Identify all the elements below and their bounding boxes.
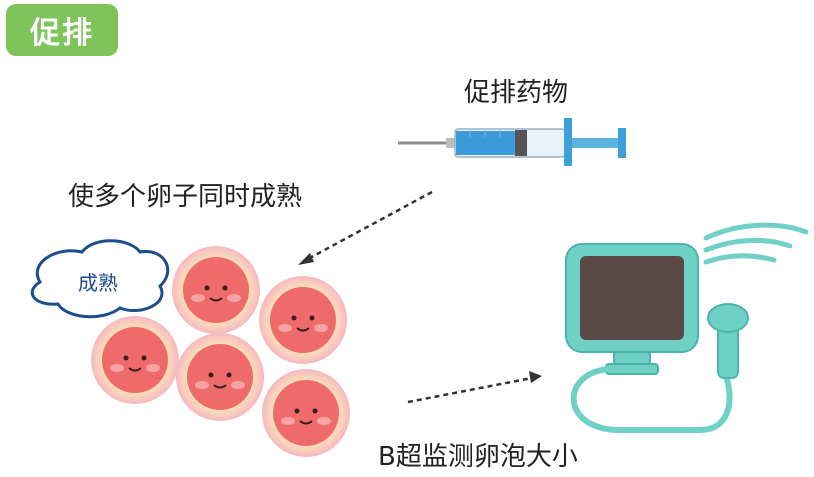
egg-cell-icon <box>176 333 264 421</box>
drug-label: 促排药物 <box>464 78 569 108</box>
ultrasound-label: B超监测卵泡大小 <box>378 442 578 472</box>
ultrasound-probe-icon <box>707 303 749 379</box>
arrow-eggs-to-ultrasound <box>407 371 542 404</box>
egg-cell-icon <box>262 369 350 457</box>
cloud-icon: 成熟 <box>30 239 170 319</box>
egg-cell-icon <box>172 246 260 334</box>
signal-waves-icon <box>703 222 809 265</box>
egg-cell-icon <box>259 276 347 364</box>
syringe-icon <box>398 118 626 166</box>
ultrasound-monitor-icon <box>565 243 733 433</box>
egg-cell-icon <box>91 316 179 404</box>
section-badge: 促排 <box>6 4 118 56</box>
cloud-text: 成熟 <box>78 271 118 295</box>
mature-label: 使多个卵子同时成熟 <box>68 182 303 212</box>
arrow-drug-to-eggs <box>298 190 433 265</box>
